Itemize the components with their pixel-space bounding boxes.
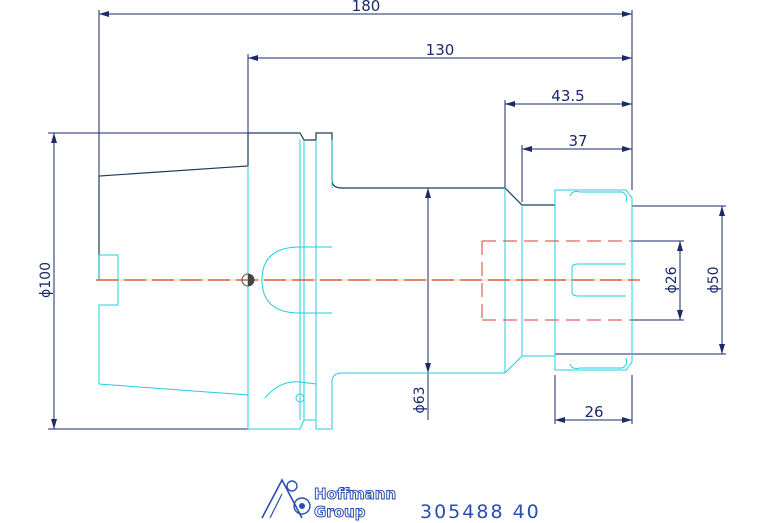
center-line [96,273,640,287]
logo-text-hoffmann: Hoffmann [314,485,396,503]
logo-text-group: Group [314,503,366,521]
hidden-bore-lines [481,240,632,321]
dim-nut-diameter: ϕ50 [706,266,722,293]
dim-overall-length: 180 [352,0,381,15]
holder-outline-upper [98,132,555,280]
dim-flange-diameter: ϕ100 [38,262,54,298]
hoffmann-group-logo: Hoffmann Group [261,478,397,522]
dim-shank-length: 130 [426,41,455,59]
dim-body-diameter: ϕ63 [412,386,428,413]
dim-bore-diameter: ϕ26 [664,266,680,293]
hoffmann-group-logo-icon [261,478,311,519]
part-number: 305488 40 [420,501,541,523]
dim-nut-width: 26 [584,403,603,421]
dim-nut-length: 37 [568,132,587,150]
holder-outline-lower [98,140,633,430]
dim-nose-length: 43.5 [551,87,584,105]
